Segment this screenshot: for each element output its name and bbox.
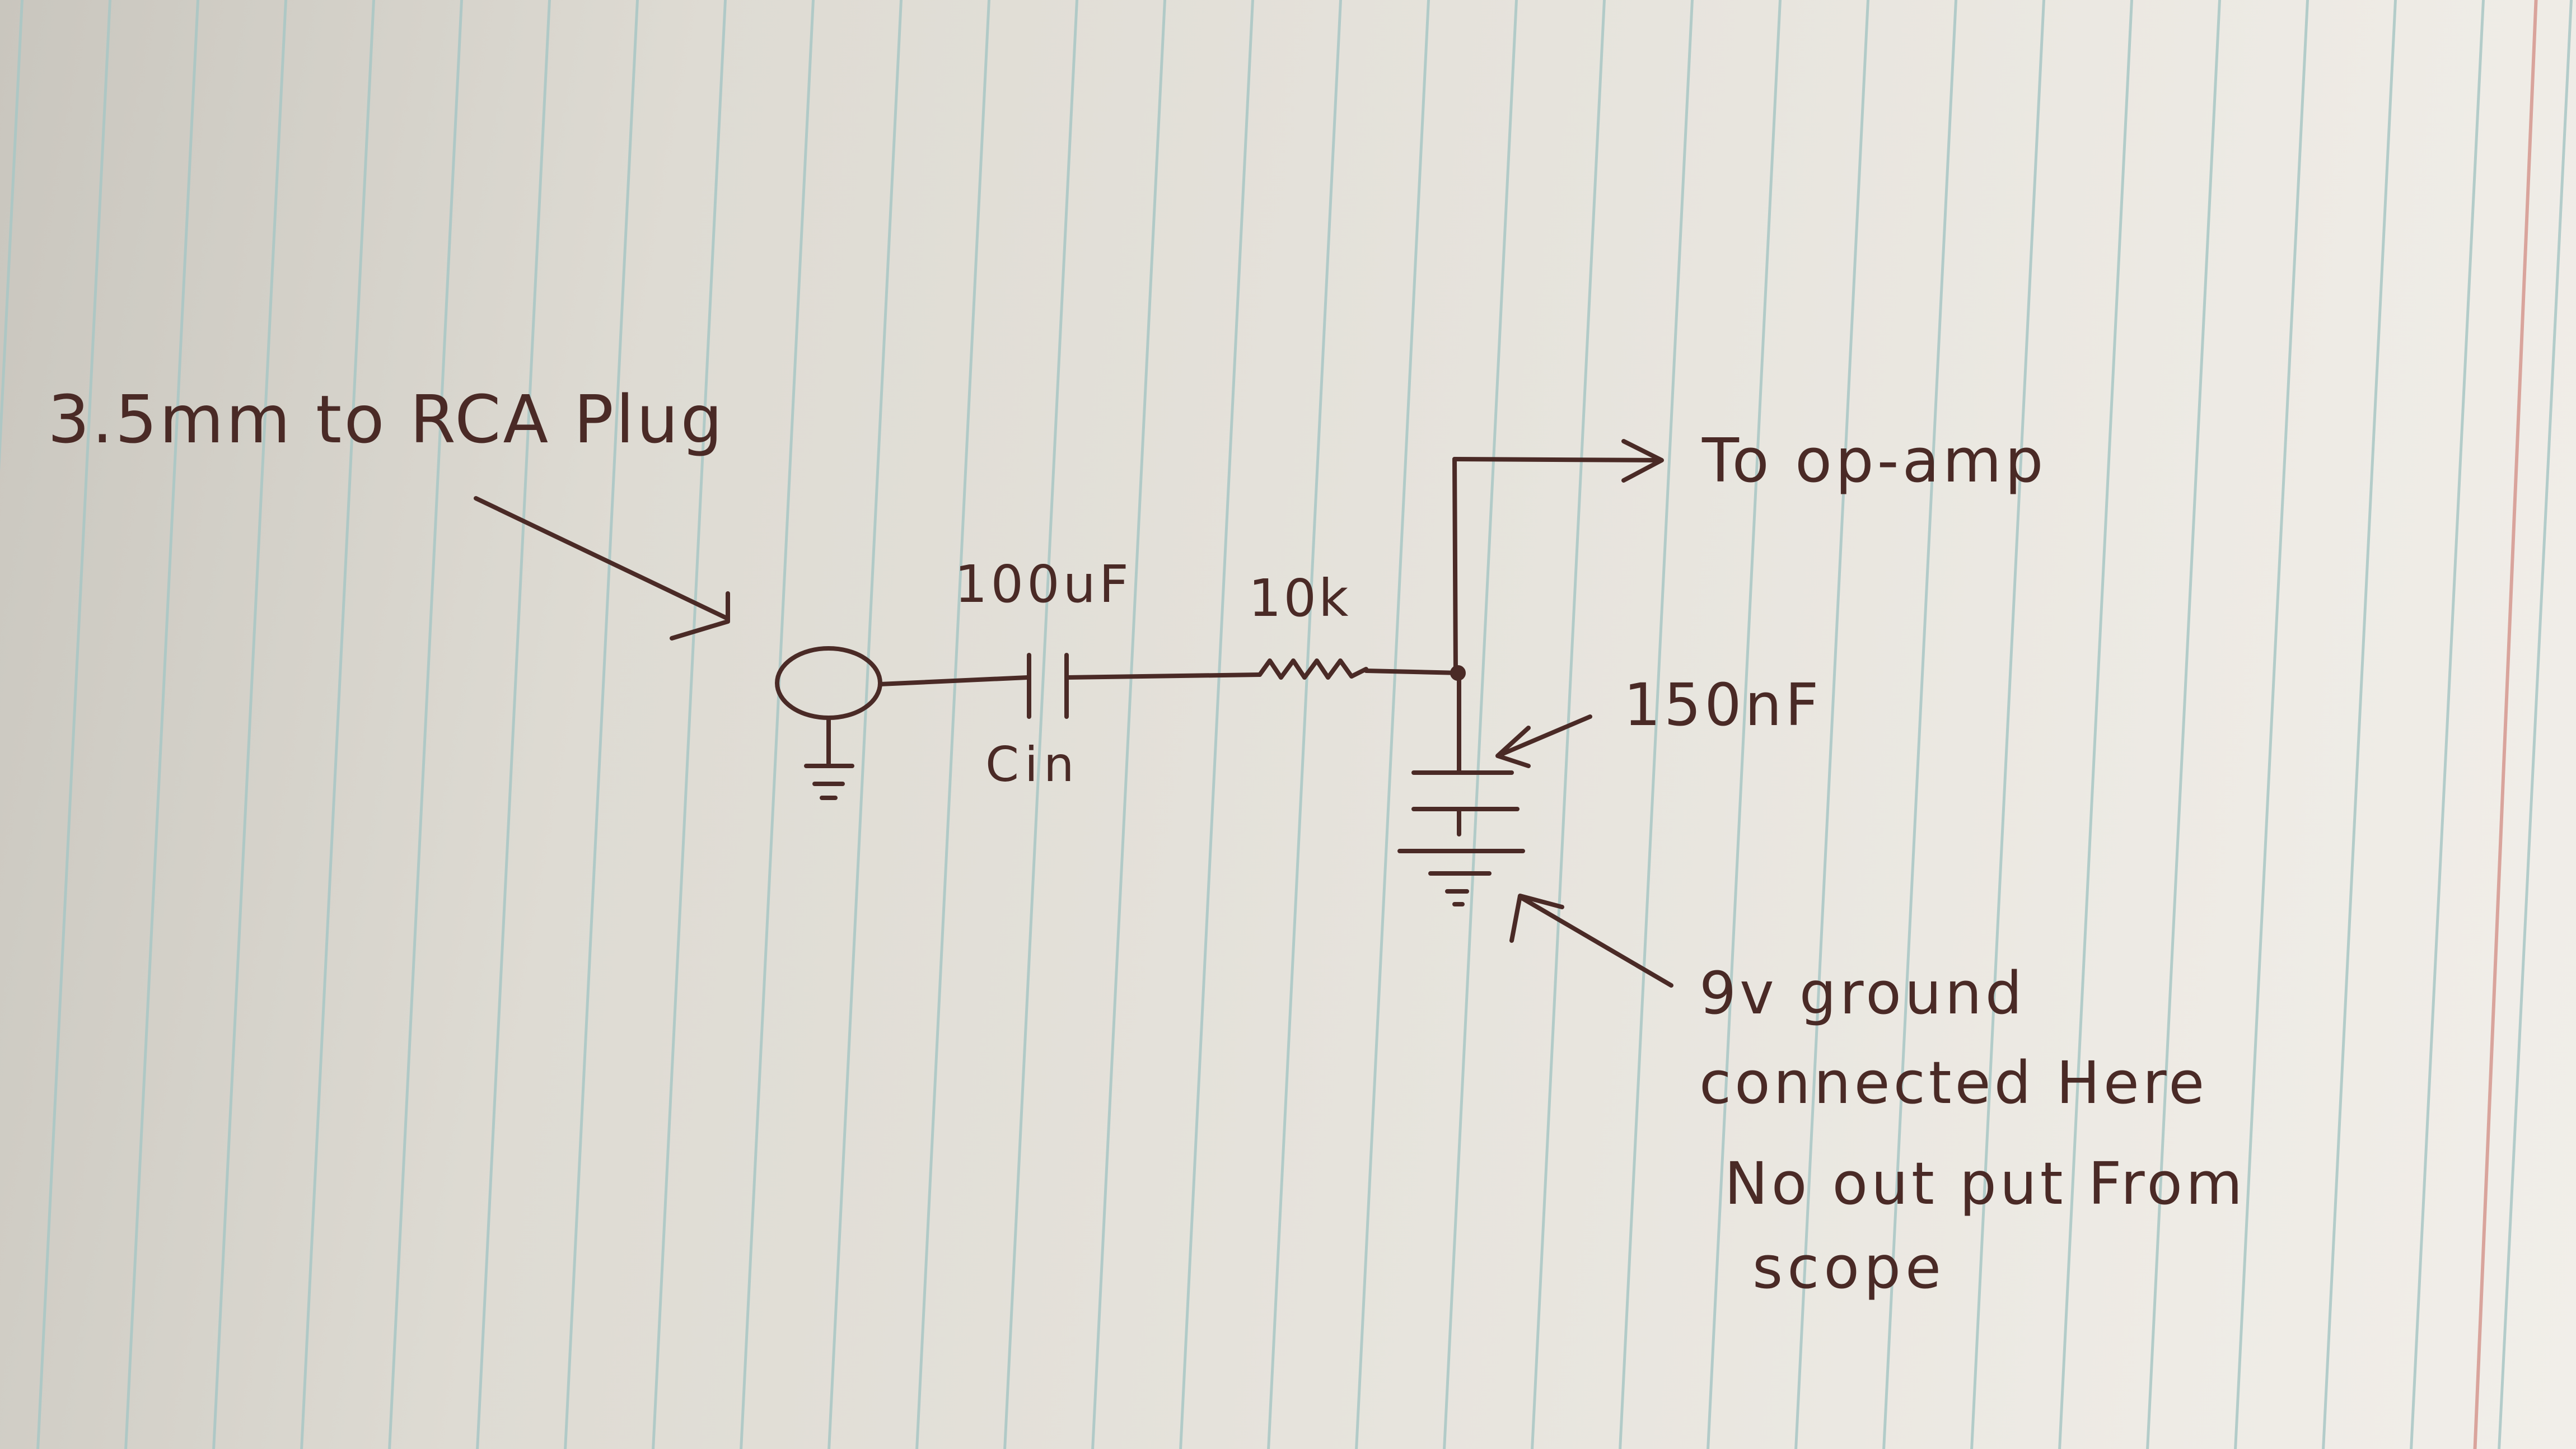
note-line-1: 9v ground [1699,959,2026,1027]
resistor-10k-symbol [1257,658,1368,680]
cin-name-label: Cin [985,737,1079,793]
note-line-4: scope [1752,1233,1946,1302]
wire-node-up [1452,457,1458,675]
filter-cap-pointer-arrowhead [1495,726,1531,768]
note-line-3: No out put From [1724,1149,2246,1218]
ruled-line [0,0,24,473]
wire-resistor-to-node [1364,669,1462,675]
junction-dot [1450,665,1466,681]
ruled-line [388,0,464,1449]
ground-pointer-arrowhead [1509,894,1564,943]
ruled-line [2146,0,2222,1449]
ruled-line [212,0,288,1449]
plug-label: 3.5mm to RCA Plug [48,381,724,458]
wire-to-opamp [1452,457,1659,462]
plug-pointer-arrowhead [670,591,730,641]
plug-pointer-arrow [474,496,730,621]
ruled-line [2234,0,2309,1449]
ruled-line [1267,0,1343,1449]
opamp-arrowhead [1621,439,1664,483]
filter-ground-symbol [1397,849,1525,906]
ruled-line [476,0,551,1449]
ruled-line [124,0,200,1449]
ruled-line [1355,0,1430,1449]
circuit [474,439,1673,988]
ruled-line [1882,0,1958,1449]
ruled-line [36,0,112,1449]
ruled-line [1179,0,1255,1449]
jack-ground-symbol [804,764,854,800]
ruled-line [915,0,991,1449]
ruled-line [652,0,727,1449]
wire-cap-to-resistor [1064,672,1262,680]
opamp-label: To op-amp [1701,426,2047,496]
ruled-line [1794,0,1870,1449]
ruled-line [1707,0,1782,1449]
ruled-line [1443,0,1518,1449]
filter-cap-label: 150nF [1624,671,1822,739]
ruled-line [1619,0,1694,1449]
cin-value-label: 100uF [955,554,1132,614]
ruled-line [2410,0,2485,1449]
rca-jack-symbol [775,646,882,720]
ruled-line [828,0,903,1449]
ruled-line [2058,0,2134,1449]
note-line-2: connected Here [1699,1049,2208,1117]
resistor-label: 10k [1249,568,1350,628]
filter-cap-pointer-arrow [1498,714,1592,757]
ruled-line [1091,0,1167,1449]
margin-line [2473,0,2538,1449]
ruled-line [2498,0,2573,1449]
wire-jack-to-cap [878,675,1030,686]
ruled-line [1970,0,2046,1449]
ruled-line [740,0,815,1449]
ruled-line [1003,0,1079,1449]
ruled-line [564,0,639,1449]
ground-pointer-arrow [1521,896,1673,988]
ruled-line [300,0,376,1449]
ruled-line [2322,0,2397,1449]
